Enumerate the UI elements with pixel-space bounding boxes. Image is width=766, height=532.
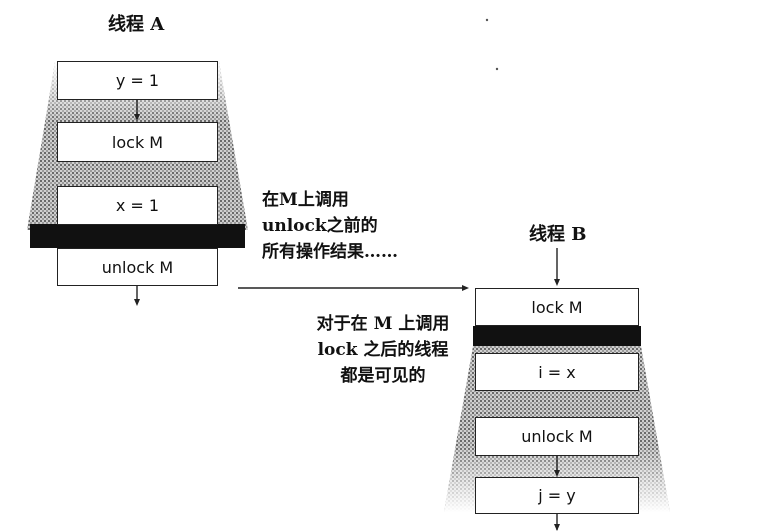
annotation-b-line-1: 对于在 M 上调用 — [316, 314, 450, 334]
thread-a-step-1: y = 1 — [57, 61, 218, 100]
thread-b-arrows — [554, 248, 560, 531]
annotation-b-line-3: 都是可见的 — [340, 366, 426, 386]
thread-b-step-3: unlock M — [475, 417, 639, 456]
thread-a-title: 线程 A — [108, 14, 165, 35]
annotation-a-line-3: 所有操作结果…… — [262, 242, 398, 262]
annotation-a: 在M上调用 unlock之前的 所有操作结果…… — [262, 187, 398, 265]
sync-arrow — [238, 285, 469, 291]
thread-b-step-2: i = x — [475, 353, 639, 391]
thread-a-step-2: lock M — [57, 122, 218, 162]
thread-b-step-1: lock M — [475, 288, 639, 326]
annotation-a-line-2: unlock之前的 — [262, 216, 378, 236]
thread-a-step-4: unlock M — [57, 248, 218, 286]
thread-a-step-3: x = 1 — [57, 186, 218, 225]
annotation-a-line-1: 在M上调用 — [262, 190, 349, 210]
annotation-b-line-2: lock 之后的线程 — [317, 340, 449, 360]
thread-a-arrows — [134, 100, 140, 306]
thread-b-title: 线程 B — [529, 224, 587, 245]
thread-b-step-4: j = y — [475, 477, 639, 514]
annotation-b: 对于在 M 上调用 lock 之后的线程 都是可见的 — [298, 311, 468, 389]
